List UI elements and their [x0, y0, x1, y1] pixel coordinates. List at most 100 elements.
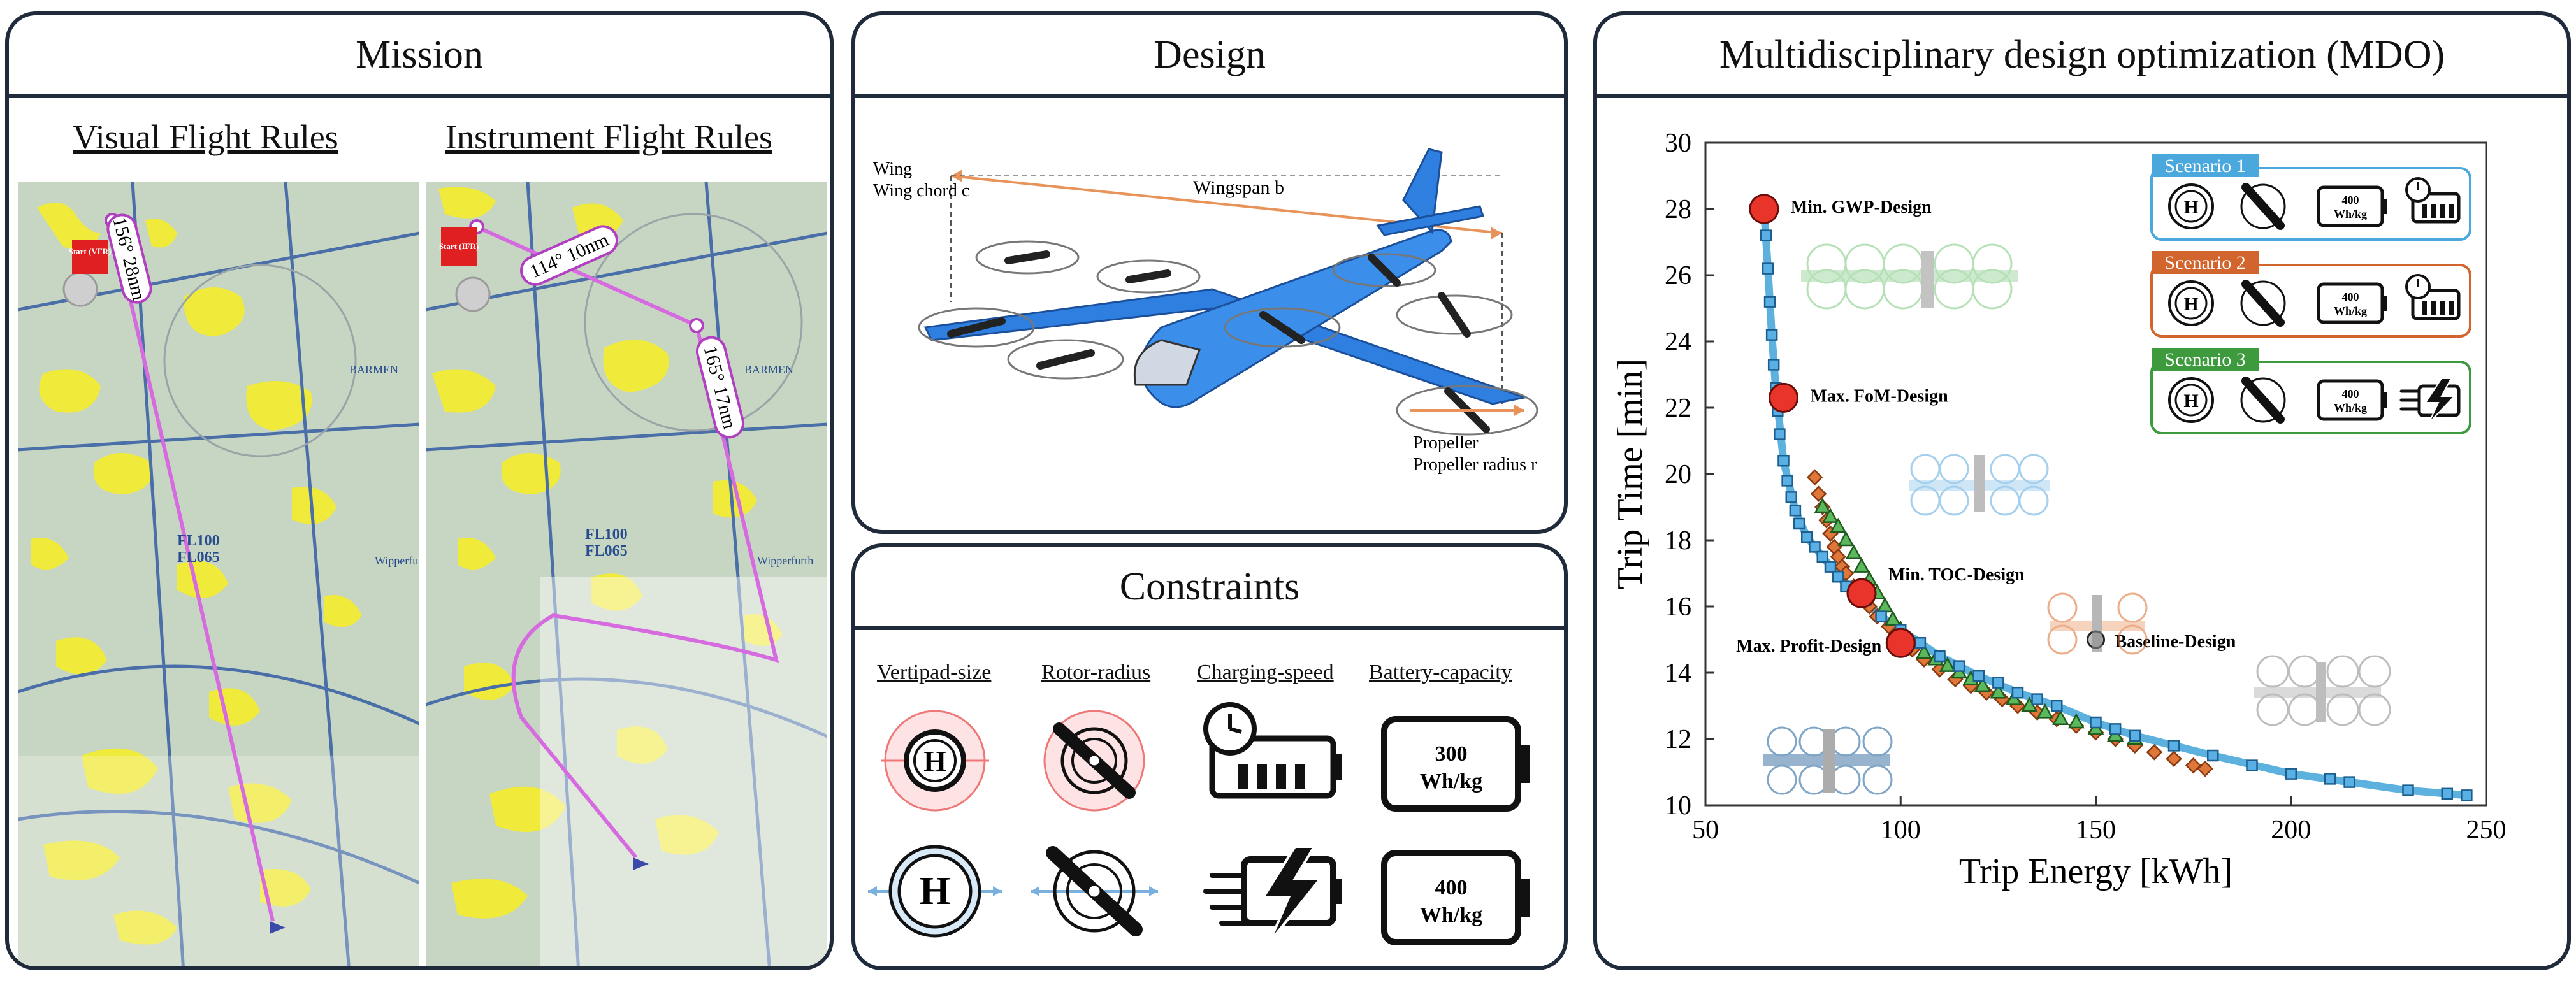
scenario-tab	[2152, 348, 2259, 371]
clock-battery-cell	[2449, 301, 2454, 315]
scenario2-point	[2197, 761, 2213, 777]
scenario-box	[2150, 361, 2471, 434]
ifr-map-label-2: Wipperfurth	[757, 554, 813, 567]
scenario3-point	[1830, 517, 1847, 533]
vfr-title: Visual Flight Rules	[73, 118, 338, 156]
cockpit	[1133, 339, 1201, 386]
clock-battery-icon	[2411, 192, 2461, 224]
design-label: Max. FoM-Design	[1811, 386, 1949, 406]
scenario-box	[2150, 167, 2471, 241]
y-tick-label: 24	[1665, 327, 1691, 357]
plot-frame	[1704, 141, 2487, 807]
x-tick-label: 50	[1692, 815, 1719, 845]
scenario1-point	[1934, 650, 1946, 663]
approach-chart-overlay	[540, 577, 827, 966]
rotor-large-icon	[1031, 846, 1158, 936]
scenario1-point	[2090, 716, 2102, 729]
airport-symbol	[455, 276, 491, 312]
airspace-lines	[18, 182, 419, 966]
vertipad-icon-letter: H	[2183, 197, 2198, 218]
vfr-map-label: BARMEN	[349, 363, 398, 376]
scenario1-point	[1992, 677, 2004, 689]
scenario1-point	[1824, 561, 1837, 573]
scenario1-point	[1809, 541, 1821, 553]
scenario-box	[2150, 264, 2471, 338]
rotor-icon	[2240, 377, 2286, 423]
vertipad-icon-inner	[2174, 384, 2208, 417]
wing-chord-label-line1: Wing	[873, 159, 912, 179]
rotor-icon-blade	[2241, 280, 2285, 327]
scenario1-point	[1801, 531, 1813, 543]
scenario3-point	[2067, 713, 2085, 729]
scenario1-point	[1767, 359, 1780, 371]
scenario1-point	[2324, 773, 2336, 785]
scenario1-point	[2207, 749, 2219, 762]
mission-panel: Mission Visual Flight Rules Instrument F…	[5, 11, 834, 970]
battery-unit: Wh/kg	[2334, 208, 2367, 220]
rotor-icon	[2240, 183, 2286, 229]
vfr-map[interactable]: Start (VFR) 156° 28nm FL100 FL065 BARMEN…	[18, 182, 419, 970]
wing-chord-label: Wing chord c	[873, 181, 969, 201]
scenario1-point	[2343, 776, 2355, 788]
airport-symbol	[62, 271, 98, 307]
constraints-title: Constraints	[855, 547, 1564, 630]
y-tick-label: 12	[1665, 725, 1691, 754]
battery-value: 400	[2342, 387, 2359, 400]
scenario1-point	[2402, 784, 2414, 796]
design-marker	[1885, 628, 1916, 658]
vfr-start-badge[interactable]	[72, 240, 108, 274]
header-battery-capacity: Battery-capacity	[1369, 661, 1512, 684]
scenario3-point	[1837, 531, 1855, 547]
scenario1-point	[2011, 686, 2024, 699]
propeller-radius-label: Propeller radius r	[1413, 455, 1537, 475]
scenario1-point	[1789, 504, 1802, 517]
ifr-map[interactable]: Start (IFR) 114° 10nm 165° 17nm FL100 FL…	[426, 182, 827, 970]
rotor-icon	[2240, 280, 2286, 326]
destination-runway-icon	[633, 857, 649, 870]
scenario1-point	[2109, 723, 2122, 735]
scenario-tab	[2152, 154, 2259, 177]
profit-layout-glyph	[1763, 726, 1893, 795]
design-marker	[1846, 578, 1877, 608]
svg-text:Wh/kg: Wh/kg	[1420, 903, 1482, 927]
y-tick-label: 26	[1665, 261, 1691, 291]
vfr-start-text: Start (VFR)	[69, 247, 112, 256]
lightning-icon	[2424, 378, 2456, 424]
battery-icon-tip	[2382, 392, 2387, 408]
clock-battery-cell	[2440, 301, 2445, 315]
scenario2-point	[1810, 485, 1827, 502]
ifr-leg2-label	[695, 336, 745, 439]
scenario1-point	[1972, 670, 1985, 682]
scenario3-point	[1915, 643, 1933, 659]
x-axis-label: Trip Energy [kWh]	[1959, 852, 2232, 891]
mission-title: Mission	[9, 15, 830, 98]
scenario1-point	[2167, 740, 2180, 752]
vfr-map-label-2: Wipperfurth	[375, 554, 419, 567]
ifr-waypoint-mid[interactable]	[689, 318, 704, 333]
scenario3-point	[1974, 677, 1991, 692]
design-panel: Design Wing Wing chord c Wingspan b	[851, 11, 1568, 534]
scenario1-point	[2246, 759, 2258, 771]
clock-battery-cell	[2422, 301, 2427, 315]
ifr-fl-bottom: FL065	[585, 543, 628, 559]
x-tick-label: 250	[2466, 815, 2507, 845]
design-label: Baseline-Design	[2115, 632, 2236, 652]
svg-text:H: H	[920, 870, 950, 913]
vfr-leg-label	[106, 213, 152, 304]
vfr-route	[110, 220, 275, 922]
y-tick-label: 10	[1665, 791, 1691, 821]
ifr-start-badge[interactable]	[441, 227, 477, 266]
vertipad-large-icon: H	[868, 845, 1002, 938]
scenario1-point	[1774, 428, 1786, 440]
clock-battery-cell	[2431, 204, 2436, 218]
constraint-icons: H 300 Wh/kg	[868, 702, 1530, 945]
header-vertipad-size: Vertipad-size	[877, 661, 992, 684]
scenario1-point	[1777, 454, 1790, 467]
design-marker	[1769, 382, 1798, 413]
svg-text:Wh/kg: Wh/kg	[1420, 770, 1482, 793]
urban-areas	[432, 187, 783, 919]
scenario1-point	[2441, 787, 2453, 800]
